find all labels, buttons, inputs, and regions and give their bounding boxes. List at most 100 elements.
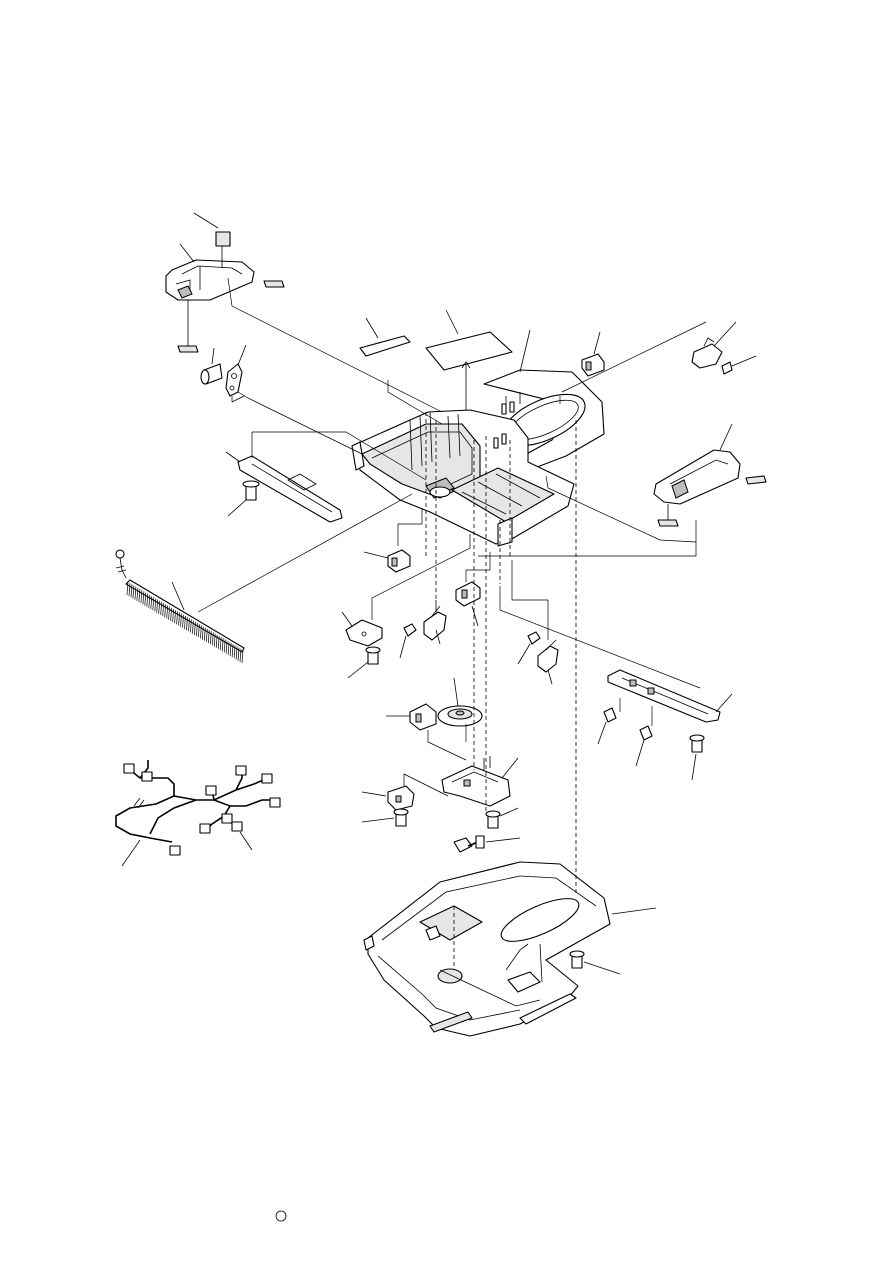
small-nut-a	[403, 623, 417, 637]
brush-bristle	[235, 646, 238, 660]
harness-connector-1	[123, 763, 135, 774]
brush-strip	[115, 493, 413, 664]
brush-bristle	[180, 613, 182, 627]
harness-cable	[115, 769, 175, 843]
brush-ground-eyelet	[115, 549, 125, 559]
right-hinge-assembly	[478, 423, 767, 557]
motor-bracket	[441, 765, 511, 807]
brush-bristle	[186, 617, 188, 631]
ground-terminal	[453, 837, 473, 853]
right-rail-assembly	[499, 586, 733, 781]
brush-bristle	[134, 586, 137, 600]
brush-bristle	[144, 592, 147, 606]
brush-bristle	[130, 584, 133, 598]
center-parts	[341, 508, 559, 685]
brush-bristle	[201, 626, 204, 640]
brush-bristle	[176, 611, 178, 625]
drive-assembly	[361, 677, 521, 853]
flat-sheet	[425, 331, 513, 371]
lever-b	[537, 645, 559, 673]
brush-bristle	[209, 631, 212, 645]
brush-bristle	[158, 600, 161, 614]
brush-bristle	[132, 585, 135, 599]
brush-bristle	[182, 614, 184, 628]
upper-cover	[351, 329, 605, 547]
harness-connector-4	[261, 773, 273, 784]
small-sensor-b	[455, 581, 481, 607]
brush-bristle	[225, 640, 228, 654]
brush-bristle	[231, 644, 234, 658]
cover-plate	[345, 619, 383, 647]
brush-bristle	[227, 641, 230, 655]
top-sheets	[359, 309, 513, 420]
brush-bristle	[174, 610, 176, 624]
brush-bristle	[215, 634, 218, 648]
brush-bristle	[194, 621, 196, 635]
sensor-block-top	[581, 353, 605, 377]
small-sensor-c	[409, 703, 437, 731]
hinge-link	[225, 363, 243, 397]
brush-bristle	[198, 624, 200, 638]
brush-bristle	[166, 605, 169, 619]
brush-bristle	[217, 635, 220, 649]
brush-bristle	[184, 615, 186, 630]
wiring-harness	[115, 760, 281, 867]
brush-bristle	[203, 627, 206, 641]
hinge-pin-set	[200, 344, 247, 403]
brush-bristle	[128, 583, 131, 597]
brush-bristle	[229, 642, 232, 657]
brush-bristle	[142, 591, 145, 605]
brush-bristle	[239, 648, 242, 662]
hinge-tape-a	[263, 280, 285, 288]
harness-connector-2	[141, 771, 153, 782]
brush-bristle	[140, 590, 143, 604]
lower-base	[363, 861, 657, 1037]
latch-bracket	[691, 343, 723, 369]
left-hinge-assembly	[165, 212, 285, 353]
left-hinge-arm	[165, 259, 255, 301]
brush-bristle	[196, 622, 198, 637]
brush-bristle	[136, 587, 139, 601]
brush-bristle	[188, 618, 190, 632]
brush-bristle	[154, 598, 157, 612]
brush-bristle	[233, 645, 236, 659]
right-tape-b	[657, 519, 679, 527]
brush-bristle	[164, 604, 167, 618]
right-hinge-arm	[653, 449, 741, 505]
brush-bristle	[190, 619, 192, 633]
page-circle-mark	[275, 1210, 287, 1222]
lever-a	[423, 611, 447, 641]
brush-bristle	[205, 628, 208, 642]
harness-connector-5	[205, 785, 217, 796]
brush-bristle	[146, 593, 149, 607]
brush-bristle	[172, 608, 174, 623]
brush-bristle	[219, 637, 222, 651]
brush-bristle	[207, 630, 210, 644]
brush-bristle	[126, 581, 129, 596]
brush-bristle	[170, 607, 172, 621]
brush-bristle	[162, 603, 165, 617]
brush-bristle	[241, 649, 244, 664]
small-spring	[721, 361, 733, 375]
clip-b	[639, 725, 653, 741]
brush-bristle	[156, 599, 159, 613]
harness-connector-8	[221, 813, 233, 824]
brush-bristle	[213, 633, 216, 647]
brush-bristle	[200, 625, 202, 639]
brush-bristle	[221, 638, 224, 652]
brush-bristle	[237, 647, 240, 661]
hinge-label-plate	[215, 231, 231, 247]
brush-bristle	[192, 620, 194, 634]
brush-bristle	[223, 639, 226, 653]
harness-connector-10	[169, 845, 181, 856]
brush-bristle	[168, 606, 170, 620]
base-tray	[367, 861, 611, 1037]
brush-bristles	[126, 581, 244, 664]
thin-sheet	[359, 335, 411, 357]
small-sensor-a	[387, 549, 411, 573]
brush-bristle	[152, 597, 155, 611]
small-nut-b	[527, 631, 541, 645]
brush-bristle	[178, 612, 180, 626]
left-rail-assembly	[225, 431, 427, 523]
